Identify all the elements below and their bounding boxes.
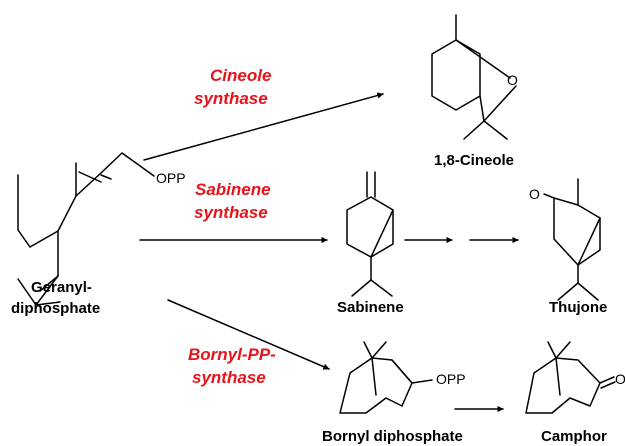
sabinene-structure [346,171,394,297]
camphor-structure: O [525,341,625,414]
bornyl-diphosphate-structure: OPP [339,341,466,414]
cineole-name: 1,8-Cineole [434,152,514,169]
thujone-structure: O [529,178,601,301]
thujone-o-atom: O [529,186,540,202]
bornyl-pp-synthase-label-line1: Bornyl-PP- [188,345,276,364]
geranyl-diphosphate-structure: OPP [17,152,186,306]
cineole-structure: O [431,14,518,140]
bornyl-opp-atom: OPP [436,371,466,387]
cineole-synthase-label-line2: synthase [194,89,268,108]
geranyl-name-line1: Geranyl- [31,279,92,296]
camphor-o-atom: O [615,371,625,387]
thujone-name: Thujone [549,299,607,316]
sabinene-synthase-label-line1: Sabinene [195,180,271,199]
camphor-name: Camphor [541,428,607,445]
bornyl-diphosphate-name: Bornyl diphosphate [322,428,463,445]
arrow-cineole-synthase [143,92,384,161]
cineole-synthase-label-line1: Cineole [210,66,271,85]
geranyl-name-line2: diphosphate [11,300,100,317]
geranyl-opp-atom: OPP [156,170,186,186]
sabinene-synthase-label-line2: synthase [194,203,268,222]
sabinene-name: Sabinene [337,299,404,316]
cineole-o-atom: O [507,72,518,88]
bornyl-pp-synthase-label-line2: synthase [192,368,266,387]
arrow-bornyl-pp-synthase [167,299,330,370]
